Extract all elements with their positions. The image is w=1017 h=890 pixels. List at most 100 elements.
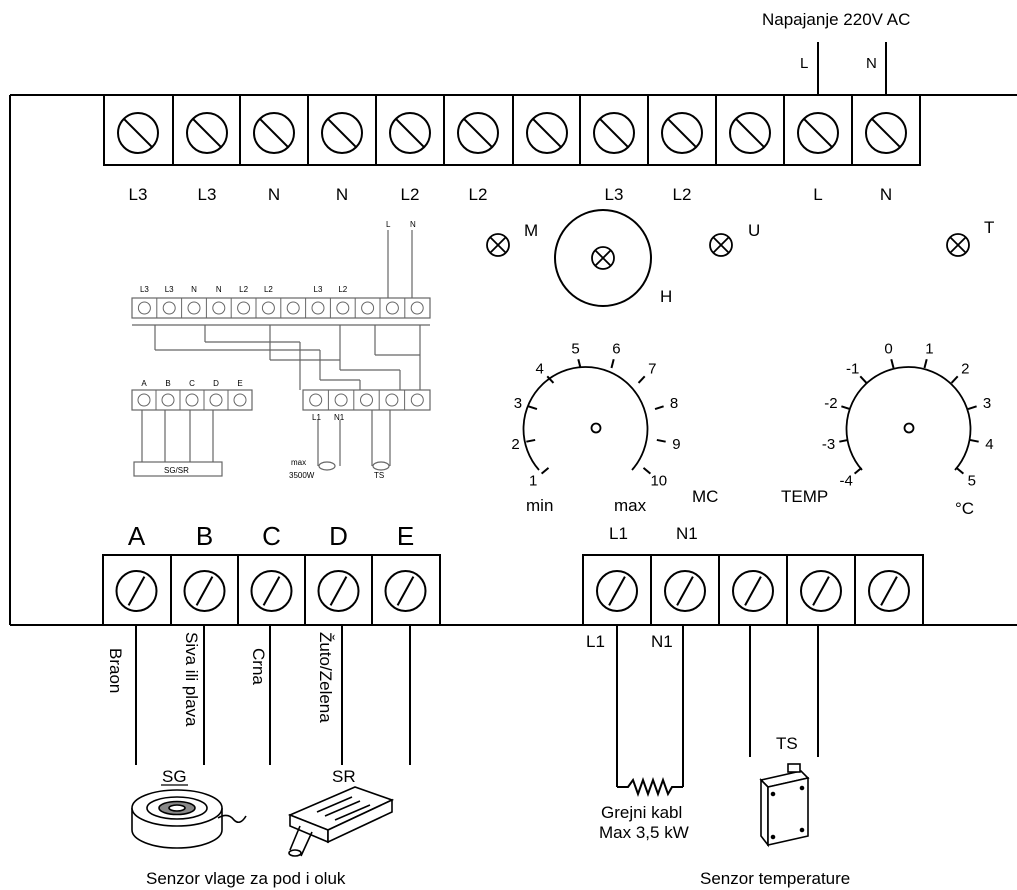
indicator-m-label: M <box>524 221 538 240</box>
bottom-right-label-n1: N1 <box>676 524 698 543</box>
bottom-right-terminal-screw <box>596 570 638 612</box>
top-terminal-screw <box>457 112 499 154</box>
mc-dial-tick <box>637 375 646 384</box>
ts-label: TS <box>776 734 798 753</box>
indicator-t-label: T <box>984 218 994 237</box>
bottom-left-terminal-screw <box>384 570 427 612</box>
top-terminal-screw <box>865 112 907 154</box>
mini-top-label: N <box>191 285 197 294</box>
mc-dial-tick-label: 5 <box>571 341 579 358</box>
mini-right-screw <box>309 393 323 407</box>
indicator-h-knob <box>554 209 652 307</box>
enclosure <box>9 94 1017 626</box>
indicator-t <box>946 233 970 257</box>
mini-right-l1: L1 <box>312 413 321 422</box>
mc-min-label: min <box>526 496 553 515</box>
top-terminal-screw <box>117 112 159 154</box>
mini-right-screw <box>410 393 424 407</box>
temp-dial-tick <box>955 467 965 475</box>
top-terminal-screw <box>253 112 295 154</box>
sg-label: SG <box>162 767 187 786</box>
temp-dial-unit: °C <box>955 499 974 518</box>
bottom-left-terminal-screw <box>183 570 226 612</box>
mini-power-l: L <box>386 220 391 229</box>
top-terminal-screw <box>593 112 635 154</box>
power-wire-n-label: N <box>866 55 877 72</box>
indicator-h-label: H <box>660 287 672 306</box>
mini-top-screw <box>137 301 151 315</box>
mini-top-label: L3 <box>165 285 174 294</box>
mini-top-screw <box>212 301 226 315</box>
heater-label-n1: N1 <box>651 632 673 651</box>
mini-bottom-label: B <box>165 379 170 388</box>
mini-bottom-label: D <box>213 379 219 388</box>
mc-dial-tick-label: 3 <box>514 395 522 412</box>
mini-bottom-label: A <box>141 379 147 388</box>
mc-dial-tick <box>528 405 538 411</box>
temp-dial-tick <box>950 375 959 384</box>
bottom-right-terminal-screw <box>868 570 910 612</box>
mc-dial-tick-label: 10 <box>650 473 667 490</box>
bottom-left-terminal-label: E <box>397 521 414 551</box>
mini-top-label: L2 <box>239 285 248 294</box>
temp-dial-tick-label: 0 <box>884 341 892 358</box>
temp-dial-tick <box>967 405 977 411</box>
power-wire-l-label: L <box>800 55 808 72</box>
mini-top-screw <box>385 301 399 315</box>
temp-sensor-wires <box>749 625 819 757</box>
wire-color-crna: Crna <box>249 648 268 685</box>
mini-power-n: N <box>410 220 416 229</box>
heater-cable <box>616 625 684 797</box>
mini-bottom-screw <box>233 393 247 407</box>
mini-bottom-label: E <box>237 379 242 388</box>
indicator-u-label: U <box>748 221 760 240</box>
top-terminal-label: N <box>880 185 892 204</box>
mc-dial-tick <box>526 438 536 443</box>
mini-top-screw <box>410 301 424 315</box>
mini-right-n1: N1 <box>334 413 345 422</box>
temp-dial-tick-label: -4 <box>840 473 853 490</box>
mini-sgsr-label: SG/SR <box>164 466 189 475</box>
top-terminal-label: L <box>813 185 822 204</box>
indicator-m <box>486 233 510 257</box>
temp-dial-tick-label: 3 <box>983 395 991 412</box>
sensor-wires-left <box>135 625 411 765</box>
bottom-left-terminal-label: C <box>262 521 281 551</box>
mc-dial-tick-label: 8 <box>670 395 678 412</box>
mc-max-label: max <box>614 496 647 515</box>
bottom-left-terminal-screw <box>250 570 293 612</box>
top-terminal-label: N <box>268 185 280 204</box>
temp-dial-tick <box>890 358 895 369</box>
mc-dial-tick-label: 7 <box>648 360 656 377</box>
mini-bottom-screw <box>137 393 151 407</box>
mini-max-line1: max <box>291 458 306 467</box>
top-terminal-screw <box>729 112 771 154</box>
mini-bottom-screw <box>209 393 223 407</box>
mc-dial-tick <box>656 438 666 443</box>
mc-dial-tick-label: 9 <box>672 436 680 453</box>
heater-label-l1: L1 <box>586 632 605 651</box>
mini-bottom-label: C <box>189 379 195 388</box>
power-title: Napajanje 220V AC <box>762 10 910 29</box>
bottom-right-terminal-screw <box>732 570 774 612</box>
top-terminal-screw <box>661 112 703 154</box>
temp-dial-name: TEMP <box>781 487 828 506</box>
mini-top-screw <box>361 301 375 315</box>
top-terminal-label: L2 <box>673 185 692 204</box>
top-terminal-screw <box>389 112 431 154</box>
mini-top-label: N <box>216 285 222 294</box>
mc-dial-tick <box>546 375 555 384</box>
top-terminal-label: N <box>336 185 348 204</box>
temp-dial-tick-label: 2 <box>961 360 969 377</box>
temp-dial-tick-label: 1 <box>925 341 933 358</box>
heater-line2: Max 3,5 kW <box>599 823 689 842</box>
moisture-sensor-caption: Senzor vlage za pod i oluk <box>146 869 346 888</box>
mini-top-label: L3 <box>140 285 149 294</box>
bottom-right-label-l1: L1 <box>609 524 628 543</box>
bottom-right-terminal-screw <box>664 570 706 612</box>
mini-right-screw <box>334 393 348 407</box>
mini-bottom-screw <box>185 393 199 407</box>
